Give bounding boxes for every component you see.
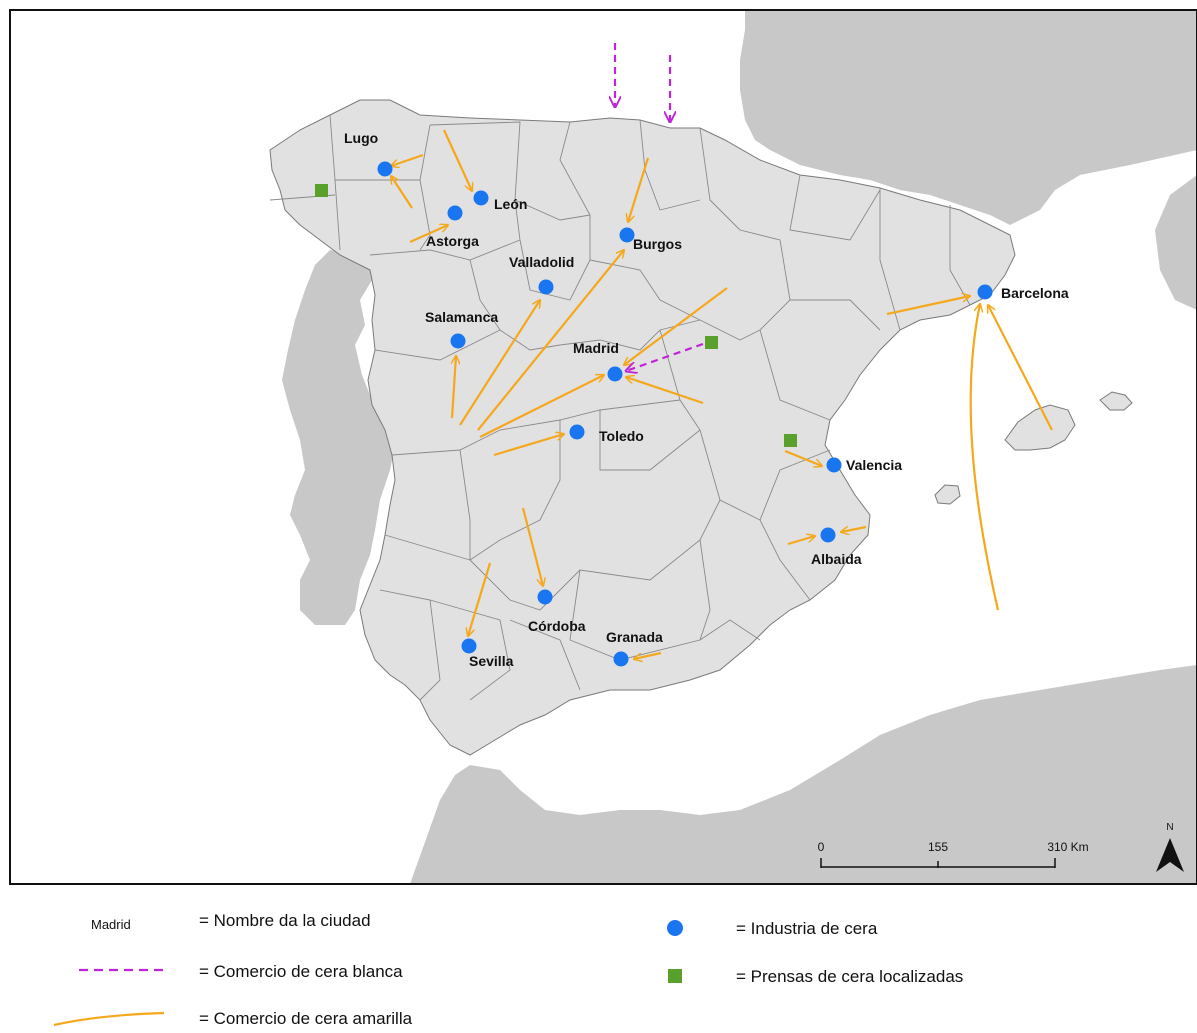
city-label: Granada <box>606 629 663 645</box>
city-label: Lugo <box>344 130 378 146</box>
wax-press-marker <box>784 434 797 447</box>
legend: Madrid = Nombre da la ciudad = Comercio … <box>53 911 963 1028</box>
legend-city-name-text: = Nombre da la ciudad <box>199 911 371 930</box>
trade-arrow <box>886 296 970 316</box>
wax-industry-marker <box>613 651 629 667</box>
city-label: Albaida <box>811 551 862 567</box>
trade-arrow <box>468 562 492 636</box>
wax-industry-marker <box>537 589 553 605</box>
legend-press-text: = Prensas de cera localizadas <box>736 967 963 986</box>
legend-press-marker <box>668 969 682 983</box>
trade-arrow <box>450 356 456 419</box>
trade-arrow <box>784 449 822 466</box>
trade-arrow <box>459 300 540 426</box>
map-frame <box>9 9 1197 885</box>
city-label: Toledo <box>599 428 644 444</box>
legend-industry-marker <box>667 920 683 936</box>
wax-industry-marker <box>538 279 554 295</box>
scale-label-310: 310 Km <box>1047 840 1088 854</box>
wax-industry-marker <box>826 457 842 473</box>
city-label: Salamanca <box>425 309 498 325</box>
north-arrow-icon <box>1156 838 1184 872</box>
yellow-wax-trade-routes <box>391 129 1053 659</box>
legend-white-trade-text: = Comercio de cera blanca <box>199 962 403 981</box>
city-label: Madrid <box>573 340 619 356</box>
wax-industry-marker <box>473 190 489 206</box>
legend-yellow-trade-line <box>53 1011 165 1027</box>
wax-industry-marker <box>447 205 463 221</box>
scale-bar <box>820 858 1056 868</box>
city-label: León <box>494 196 527 212</box>
wax-industry-marker <box>820 527 836 543</box>
trade-arrow <box>969 304 1000 611</box>
trade-arrow <box>409 225 448 244</box>
city-label: Astorga <box>426 233 479 249</box>
land-africa <box>410 665 1197 884</box>
wax-industry-marker <box>377 161 393 177</box>
wax-industry-marker <box>569 424 585 440</box>
trade-arrow <box>628 157 650 222</box>
city-label: Sevilla <box>469 653 514 669</box>
city-label: Valladolid <box>509 254 574 270</box>
land-mallorca <box>1004 404 1076 451</box>
wax-presses <box>315 184 797 447</box>
trade-arrow <box>443 129 472 191</box>
wax-industry-marker <box>450 333 466 349</box>
wax-press-marker <box>315 184 328 197</box>
trade-arrow <box>626 342 704 371</box>
city-label: Burgos <box>633 236 682 252</box>
white-wax-trade-routes <box>615 43 704 371</box>
legend-industry-text: = Industria de cera <box>736 919 878 938</box>
province-borders <box>269 114 971 701</box>
land-ibiza <box>934 484 961 505</box>
trade-arrow <box>493 434 564 457</box>
wax-industry-marker <box>607 366 623 382</box>
scale-label-155: 155 <box>928 840 948 854</box>
trade-arrow <box>624 287 728 365</box>
city-label: Córdoba <box>528 618 586 634</box>
legend-yellow-trade-text: = Comercio de cera amarilla <box>199 1009 413 1028</box>
land-france <box>740 10 1197 225</box>
city-label: Valencia <box>846 457 902 473</box>
trade-arrow <box>988 305 1053 431</box>
wax-industry-marker <box>977 284 993 300</box>
legend-city-name-example: Madrid <box>91 917 131 932</box>
wax-industry-marker <box>619 227 635 243</box>
land-portugal <box>282 250 395 625</box>
city-label: Barcelona <box>1001 285 1069 301</box>
scale-label-0: 0 <box>818 840 825 854</box>
trade-arrow <box>391 153 424 166</box>
trade-arrow <box>787 536 815 546</box>
trade-arrow <box>477 250 624 431</box>
trade-arrow <box>841 525 867 532</box>
trade-arrow <box>626 377 704 405</box>
trade-arrow <box>479 375 604 438</box>
land-islands-east <box>1155 175 1197 310</box>
wax-press-marker <box>705 336 718 349</box>
trade-arrow <box>634 651 662 659</box>
land-menorca <box>1099 391 1133 411</box>
trade-arrow <box>521 507 543 586</box>
trade-arrow <box>391 176 413 209</box>
wax-industry-marker <box>461 638 477 654</box>
north-label: N <box>1166 822 1173 833</box>
